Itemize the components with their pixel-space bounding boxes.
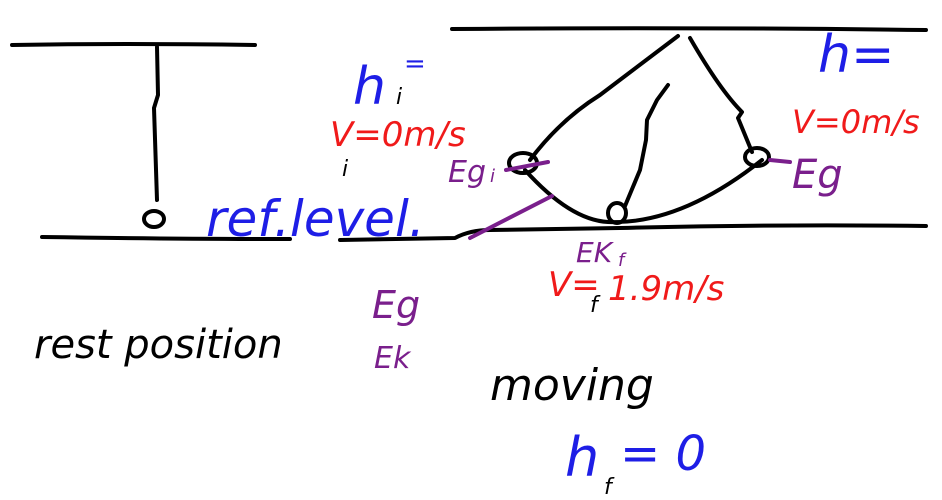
right-gravitational-energy-label: Eg [768, 152, 843, 198]
middle-swing-string [623, 83, 670, 208]
right-floor-line [338, 223, 928, 242]
eg-right-text: Eg [792, 152, 843, 198]
moving-pendulum-drawing [338, 26, 928, 242]
initial-height-label: h i = [353, 49, 426, 117]
left-ceiling-line [10, 42, 257, 47]
right-height-label: h= [818, 25, 895, 85]
crossed-out-strokes [468, 160, 554, 240]
right-extreme-bob [743, 146, 771, 168]
right-ceiling-line [450, 26, 928, 32]
eg-i-symbol: Eg [448, 155, 486, 190]
ek-f-subscript: f [618, 250, 627, 271]
right-velocity-label: V=0m/s [792, 103, 920, 141]
h-i-subscript: i [396, 85, 402, 110]
eg-i-subscript: i [490, 166, 495, 187]
left-floor-line [40, 235, 292, 241]
initial-gravitational-energy-label: Eg i [448, 155, 495, 190]
v-f-value: 1.9m/s [608, 269, 724, 309]
left-bob [142, 209, 166, 229]
v-f-subscript: f [590, 293, 601, 318]
reference-level-label: ref.level. [206, 190, 425, 248]
diagonal-cross-stroke [468, 194, 554, 240]
moving-caption: moving [490, 360, 654, 411]
initial-velocity-label: V=0m/s [330, 115, 466, 155]
v-f-prefix: V= [548, 265, 600, 305]
h-f-subscript: f [604, 475, 615, 500]
left-swing-string [528, 34, 680, 162]
right-swing-string [688, 36, 754, 154]
rest-pendulum-drawing [10, 42, 292, 241]
left-string [152, 45, 160, 202]
eg-energy-label: Eg [372, 283, 420, 327]
h-i-symbol: h [353, 57, 386, 117]
bottom-bob [606, 201, 628, 225]
final-kinetic-energy-label: EK f [576, 236, 627, 271]
i-subscript-mark: i [342, 157, 348, 182]
final-height-label: h f = 0 [565, 426, 706, 500]
rest-position-caption: rest position [34, 322, 283, 368]
eg-right-pointer-stroke [768, 158, 792, 164]
ek-energy-label: Ek [374, 341, 412, 376]
arc-of-swing [523, 158, 764, 225]
h-f-value: = 0 [620, 426, 706, 482]
final-velocity-label: V= f 1.9m/s [548, 265, 724, 318]
h-i-equals: = [404, 49, 426, 79]
h-f-symbol: h [565, 426, 599, 489]
strike-through-stroke [504, 160, 550, 172]
ek-f-symbol: EK [576, 236, 615, 269]
